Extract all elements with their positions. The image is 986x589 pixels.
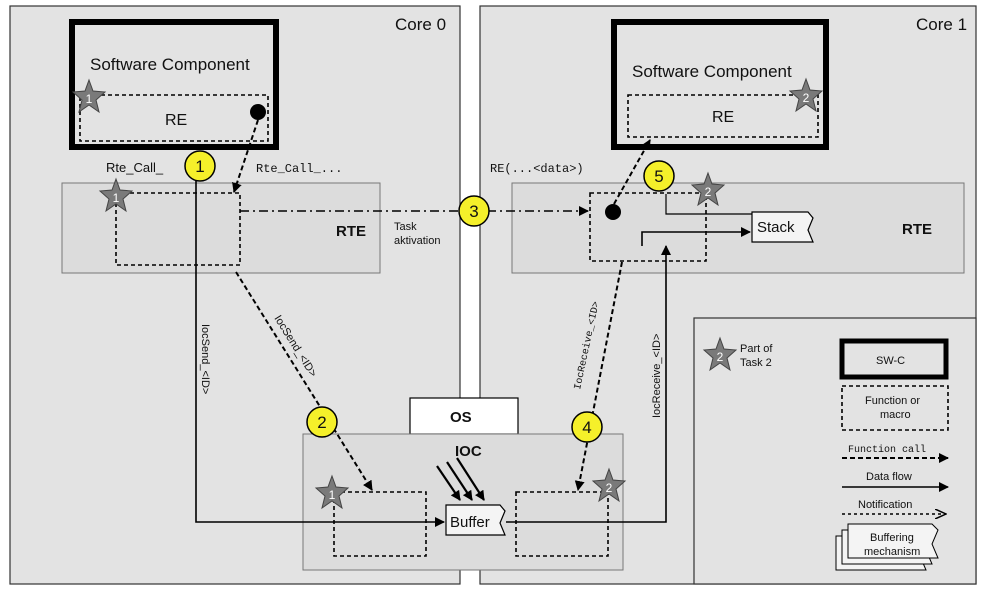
re-call-arrow xyxy=(613,139,651,205)
stack-write-flow xyxy=(641,227,751,246)
svg-text:2: 2 xyxy=(606,481,613,495)
rte-call-arrow xyxy=(232,119,259,193)
os-tab xyxy=(409,397,519,435)
iocreceive-call-arrow xyxy=(574,261,623,491)
rte-right-function-box xyxy=(589,192,707,262)
legend-buffering-line2: mechanism xyxy=(864,546,920,558)
stack-label: Stack xyxy=(757,219,795,236)
legend-star-text-2: Task 2 xyxy=(740,357,772,369)
re-left-label: RE xyxy=(165,112,187,129)
swc-left-title: Software Component xyxy=(90,55,250,74)
iocsend-call-arrow xyxy=(235,271,373,491)
legend-swc-box xyxy=(839,338,949,380)
legend-star-icon: 2 xyxy=(702,336,738,372)
iocsend-data-flow xyxy=(195,175,445,527)
legend-notification-text: Notification xyxy=(858,499,912,511)
legend-swc-label: SW-C xyxy=(876,355,905,367)
marker-5-label: 5 xyxy=(654,167,663,186)
ioc-right-function-box xyxy=(515,491,609,557)
star-task1-swc-left: 1 xyxy=(71,78,107,114)
rte-call-right-text: Rte_Call_... xyxy=(256,162,342,176)
marker-2-label: 2 xyxy=(317,413,326,432)
svg-text:1: 1 xyxy=(86,92,93,106)
star-task2-rte-right: 2 xyxy=(690,171,726,207)
marker-3-label: 3 xyxy=(469,202,478,221)
buffer-box xyxy=(445,504,506,536)
svg-text:2: 2 xyxy=(705,185,712,199)
svg-text:1: 1 xyxy=(329,488,336,502)
ioc-box xyxy=(302,433,624,571)
star-task2-ioc-right: 2 xyxy=(591,467,627,503)
task-activation-line1: Task xyxy=(394,221,417,233)
stack-box xyxy=(751,211,814,243)
swc-right-box xyxy=(611,19,829,150)
ioc-label: IOC xyxy=(455,443,482,460)
swc-left-box xyxy=(69,19,279,150)
marker-4: 4 xyxy=(571,411,603,443)
buffer-write-arrow-1 xyxy=(436,465,461,501)
os-label: OS xyxy=(450,409,472,426)
marker-1: 1 xyxy=(184,150,216,182)
task-activation-line2: aktivation xyxy=(394,235,440,247)
re-data-text: RE(...<data>) xyxy=(490,162,584,176)
legend-buffering-line1: Buffering xyxy=(870,532,914,544)
swc-right-title: Software Component xyxy=(632,62,792,81)
core0-label: Core 0 xyxy=(395,15,446,34)
star-task1-rte-left: 1 xyxy=(98,177,134,213)
rte-right-label: RTE xyxy=(902,221,932,238)
re-left-runnable-dot xyxy=(250,104,266,120)
legend-function-line2: macro xyxy=(880,409,911,421)
legend-star-text-1: Part of xyxy=(740,343,773,355)
buffer-write-arrow-3 xyxy=(456,457,485,501)
marker-3: 3 xyxy=(458,195,490,227)
stack-read-line xyxy=(665,194,752,215)
star-task2-swc-right: 2 xyxy=(788,77,824,113)
iocsend-vertical-label: IocSend_<ID> xyxy=(199,324,211,394)
legend-function-box xyxy=(841,385,949,431)
ioc-left-function-box xyxy=(333,491,427,557)
iocreceive-data-flow xyxy=(506,245,671,523)
rte-right-dot xyxy=(605,204,621,220)
iocreceive-vertical-label: IocReceive_<ID> xyxy=(651,334,663,418)
marker-2: 2 xyxy=(306,406,338,438)
marker-1-label: 1 xyxy=(195,157,204,176)
re-left-box xyxy=(79,94,269,142)
buffer-label: Buffer xyxy=(450,514,490,531)
svg-text:2: 2 xyxy=(803,91,810,105)
svg-text:2: 2 xyxy=(717,350,724,364)
re-right-box xyxy=(627,94,819,138)
legend-function-line1: Function or xyxy=(865,395,920,407)
svg-text:1: 1 xyxy=(113,191,120,205)
star-task1-ioc-left: 1 xyxy=(314,474,350,510)
legend-buffering-icon xyxy=(835,523,939,571)
legend-data-flow-text: Data flow xyxy=(866,471,912,483)
re-right-label: RE xyxy=(712,109,734,126)
buffer-write-arrow-2 xyxy=(446,461,473,501)
rte-right-box xyxy=(511,182,965,274)
marker-5: 5 xyxy=(643,160,675,192)
rte-left-label: RTE xyxy=(336,223,366,240)
marker-4-label: 4 xyxy=(582,418,591,437)
legend-function-call-text: Function call xyxy=(848,444,926,456)
rte-call-left-text: Rte_Call_ xyxy=(106,160,164,175)
core1-label: Core 1 xyxy=(916,15,967,34)
